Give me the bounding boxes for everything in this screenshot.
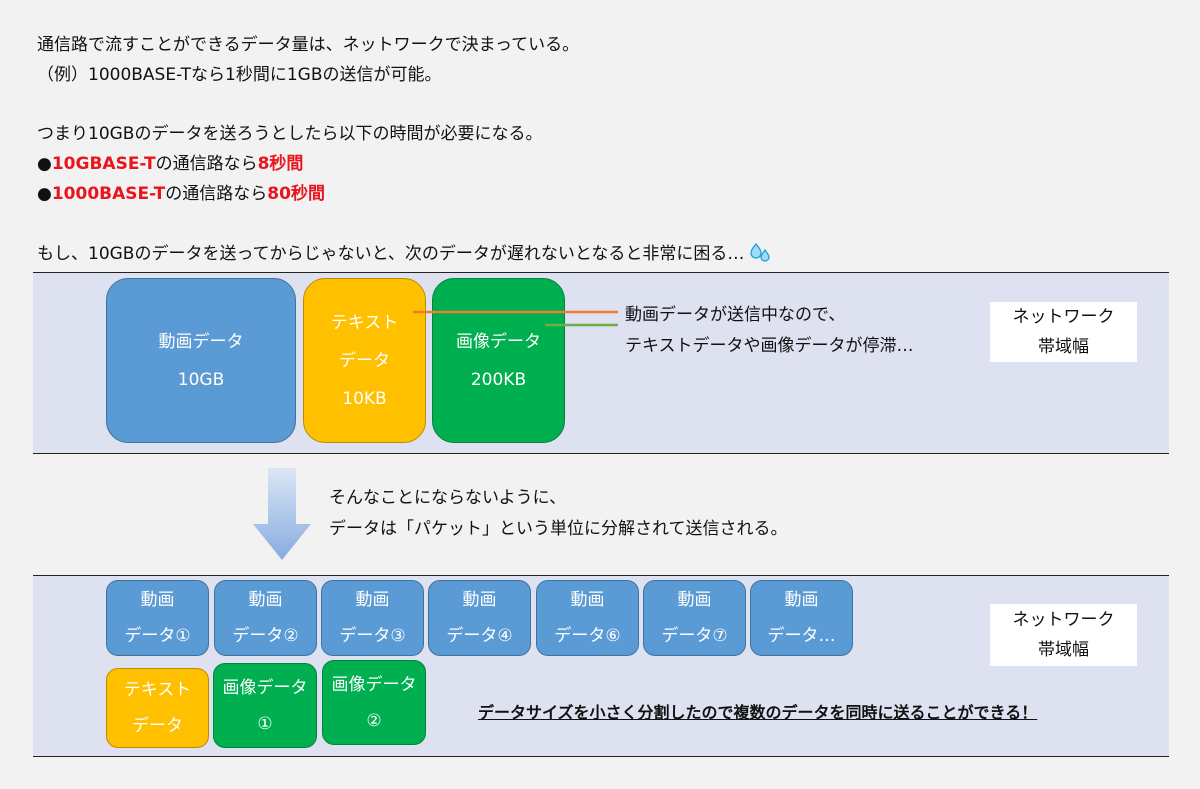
video-packet-4: 動画 データ④ (428, 580, 531, 656)
packet-bottom: データ (132, 716, 183, 736)
network-bandwidth-label-bottom: ネットワーク 帯域幅 (990, 604, 1137, 666)
video-packet-2: 動画 データ② (214, 580, 317, 656)
intro-line-2: （例）1000BASE-Tなら1秒間に1GBの送信が可能。 (37, 65, 442, 85)
packet-bottom: データ⑦ (661, 626, 728, 646)
network-label-line-1: ネットワーク (1012, 307, 1115, 327)
conclusion-text: データサイズを小さく分割したので複数のデータを同時に送ることができる！ (478, 703, 1038, 722)
image-data-size: 200KB (470, 369, 527, 390)
video-packet-7: 動画 データ⑦ (643, 580, 746, 656)
network-label-line-2: 帯域幅 (1038, 640, 1089, 660)
text-data-size: 10KB (342, 388, 387, 409)
stall-note-2: テキストデータや画像データが停滞… (625, 336, 914, 356)
packet-bottom: データ③ (339, 626, 406, 646)
image-packet-2: 画像データ ② (322, 660, 426, 745)
text-data-block: テキスト データ 10KB (303, 278, 426, 443)
packet-top: 画像データ (331, 674, 417, 695)
packet-top: 動画 (570, 590, 605, 610)
packet-bottom: データ… (767, 626, 836, 646)
packet-bottom: データ④ (446, 626, 513, 646)
text-data-label-1: テキスト (330, 312, 399, 333)
packet-top: 動画 (462, 590, 497, 610)
packet-top: 動画 (784, 590, 819, 610)
packet-top: 動画 (355, 590, 390, 610)
bullet-1000base-name: 1000BASE-T (51, 184, 166, 204)
network-bandwidth-label-top: ネットワーク 帯域幅 (990, 302, 1137, 362)
video-data-size: 10GB (177, 369, 225, 390)
packet-bottom: ② (366, 710, 382, 731)
network-label-line-2: 帯域幅 (1038, 337, 1089, 357)
packet-bottom: ① (257, 713, 273, 734)
bullet-1000base: ●1000BASE-Tの通信路なら80秒間 (37, 182, 325, 206)
sweat-drops-icon (750, 242, 770, 262)
packet-bottom: データ② (232, 626, 299, 646)
middle-line-1: そんなことにならないように、 (329, 488, 567, 508)
packet-top: 動画 (248, 590, 283, 610)
text-packet: テキスト データ (106, 668, 209, 748)
video-data-block: 動画データ 10GB (106, 278, 296, 443)
video-packet-6: 動画 データ⑥ (536, 580, 639, 656)
image-packet-1: 画像データ ① (213, 663, 317, 748)
bullet-1000base-time: 80秒間 (267, 184, 325, 204)
bullet-10gbase: ●10GBASE-Tの通信路なら8秒間 (37, 152, 303, 176)
bullet-1000base-mid: の通信路なら (165, 184, 268, 204)
intro-line-1: 通信路で流すことができるデータ量は、ネットワークで決まっている。 (37, 35, 580, 55)
video-packet-3: 動画 データ③ (321, 580, 424, 656)
packet-top: 画像データ (222, 677, 308, 698)
packet-top: テキスト (123, 680, 192, 700)
video-packet-1: 動画 データ① (106, 580, 209, 656)
bullet-10gbase-time: 8秒間 (257, 154, 304, 174)
packet-top: 動画 (677, 590, 712, 610)
middle-line-2: データは「パケット」という単位に分解されて送信される。 (329, 519, 788, 539)
packet-bottom: データ⑥ (554, 626, 621, 646)
network-label-line-1: ネットワーク (1012, 610, 1115, 630)
video-data-label: 動画データ (158, 331, 244, 352)
down-arrow-icon (253, 468, 311, 560)
intro-line-4-text: もし、10GBのデータを送ってからじゃないと、次のデータが遅れないとなると非常に… (37, 244, 745, 264)
video-packet-more: 動画 データ… (750, 580, 853, 656)
packet-bottom: データ① (124, 626, 191, 646)
image-data-block: 画像データ 200KB (432, 278, 565, 443)
packet-top: 動画 (140, 590, 175, 610)
intro-line-4: もし、10GBのデータを送ってからじゃないと、次のデータが遅れないとなると非常に… (37, 242, 772, 266)
bullet-dot: ● (37, 154, 52, 174)
bullet-dot: ● (37, 184, 52, 204)
bullet-10gbase-name: 10GBASE-T (51, 154, 156, 174)
image-data-label: 画像データ (456, 331, 541, 352)
text-data-label-2: データ (339, 350, 390, 371)
bullet-10gbase-mid: の通信路なら (155, 154, 258, 174)
intro-line-3: つまり10GBのデータを送ろうとしたら以下の時間が必要になる。 (37, 124, 543, 144)
stall-note-1: 動画データが送信中なので、 (625, 305, 846, 325)
